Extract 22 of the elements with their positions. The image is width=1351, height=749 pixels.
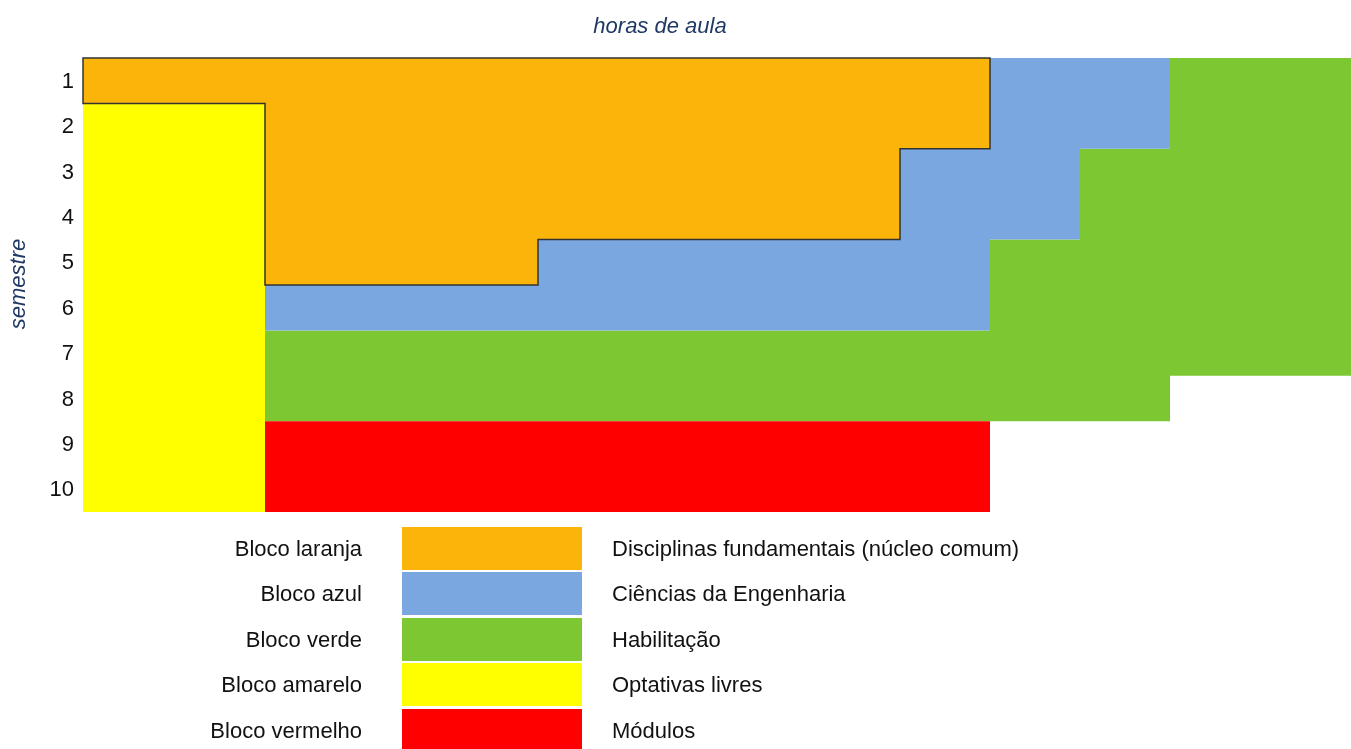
block-name: Bloco verde <box>244 625 362 654</box>
block-name: Bloco amarelo <box>220 671 362 700</box>
axis-title: semestre <box>4 237 31 332</box>
legend-text: Habilitação <box>612 625 722 654</box>
legend-text: Módulos <box>612 716 697 745</box>
semester-number: 10 <box>48 475 74 504</box>
block-name: Bloco vermelho <box>209 716 362 745</box>
axis-title: horas de aula <box>592 12 728 40</box>
legend-text: Optativas livres <box>612 671 764 700</box>
semester-number: 9 <box>60 429 74 458</box>
semester-number: 3 <box>60 157 74 186</box>
legend-text: Disciplinas fundamentais (núcleo comum) <box>612 535 1021 563</box>
semester-number: 7 <box>60 339 74 368</box>
legend-text: Ciências da Engenharia <box>612 580 847 609</box>
block-name: Bloco laranja <box>233 535 362 563</box>
block-name: Bloco azul <box>259 580 362 609</box>
semester-number: 5 <box>60 248 74 277</box>
semester-number: 4 <box>60 202 74 231</box>
semester-number: 2 <box>60 112 74 141</box>
semester-number: 8 <box>60 384 74 413</box>
semester-number: 6 <box>60 293 74 322</box>
semester-number: 1 <box>60 66 74 95</box>
